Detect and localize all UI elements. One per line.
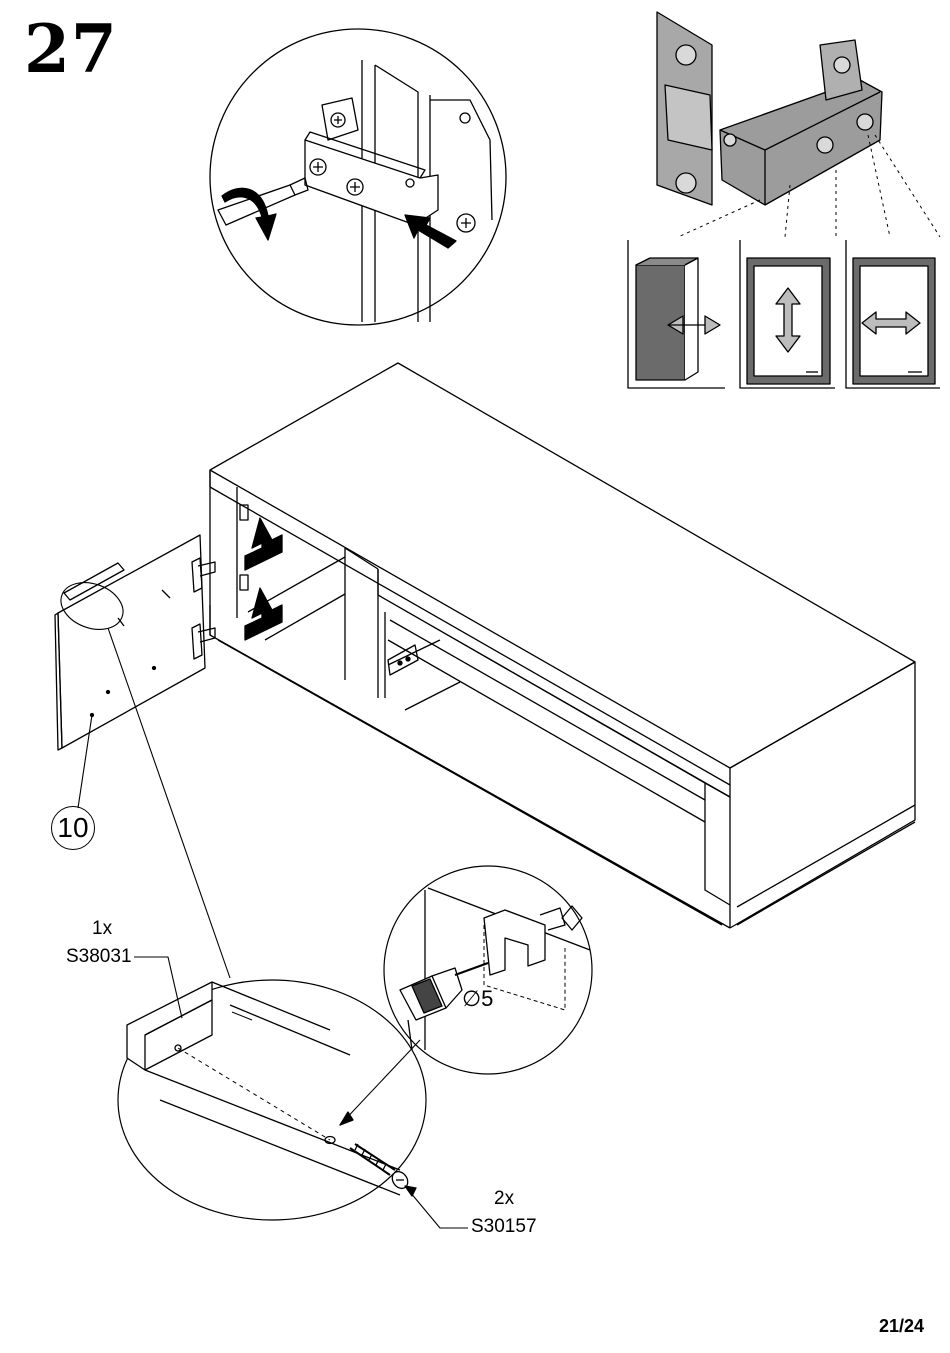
height-adjust-icon [740,240,835,388]
depth-adjust-icon [628,240,725,388]
hinge-adjustment-guide [628,12,940,388]
parts-code-s30157: S30157 [471,1216,537,1238]
hinge-adjust-detail [210,29,506,325]
hinge-adjust-icon [657,12,882,205]
door-drawing [54,535,230,978]
page-number: 21/24 [879,1316,924,1337]
diameter-value: 5 [481,986,493,1011]
parts-qty-s30157: 2x [494,1188,514,1210]
parts-qty-s38031: 1x [92,918,112,940]
part-number-badge: 10 [51,806,95,850]
cabinet-drawing [210,363,915,928]
side-adjust-icon [846,240,940,388]
drill-diameter-label: ∅5 [462,986,493,1012]
screw-icon [350,1144,411,1191]
parts-code-s38031: S38031 [66,946,132,968]
diameter-symbol: ∅ [462,986,481,1011]
